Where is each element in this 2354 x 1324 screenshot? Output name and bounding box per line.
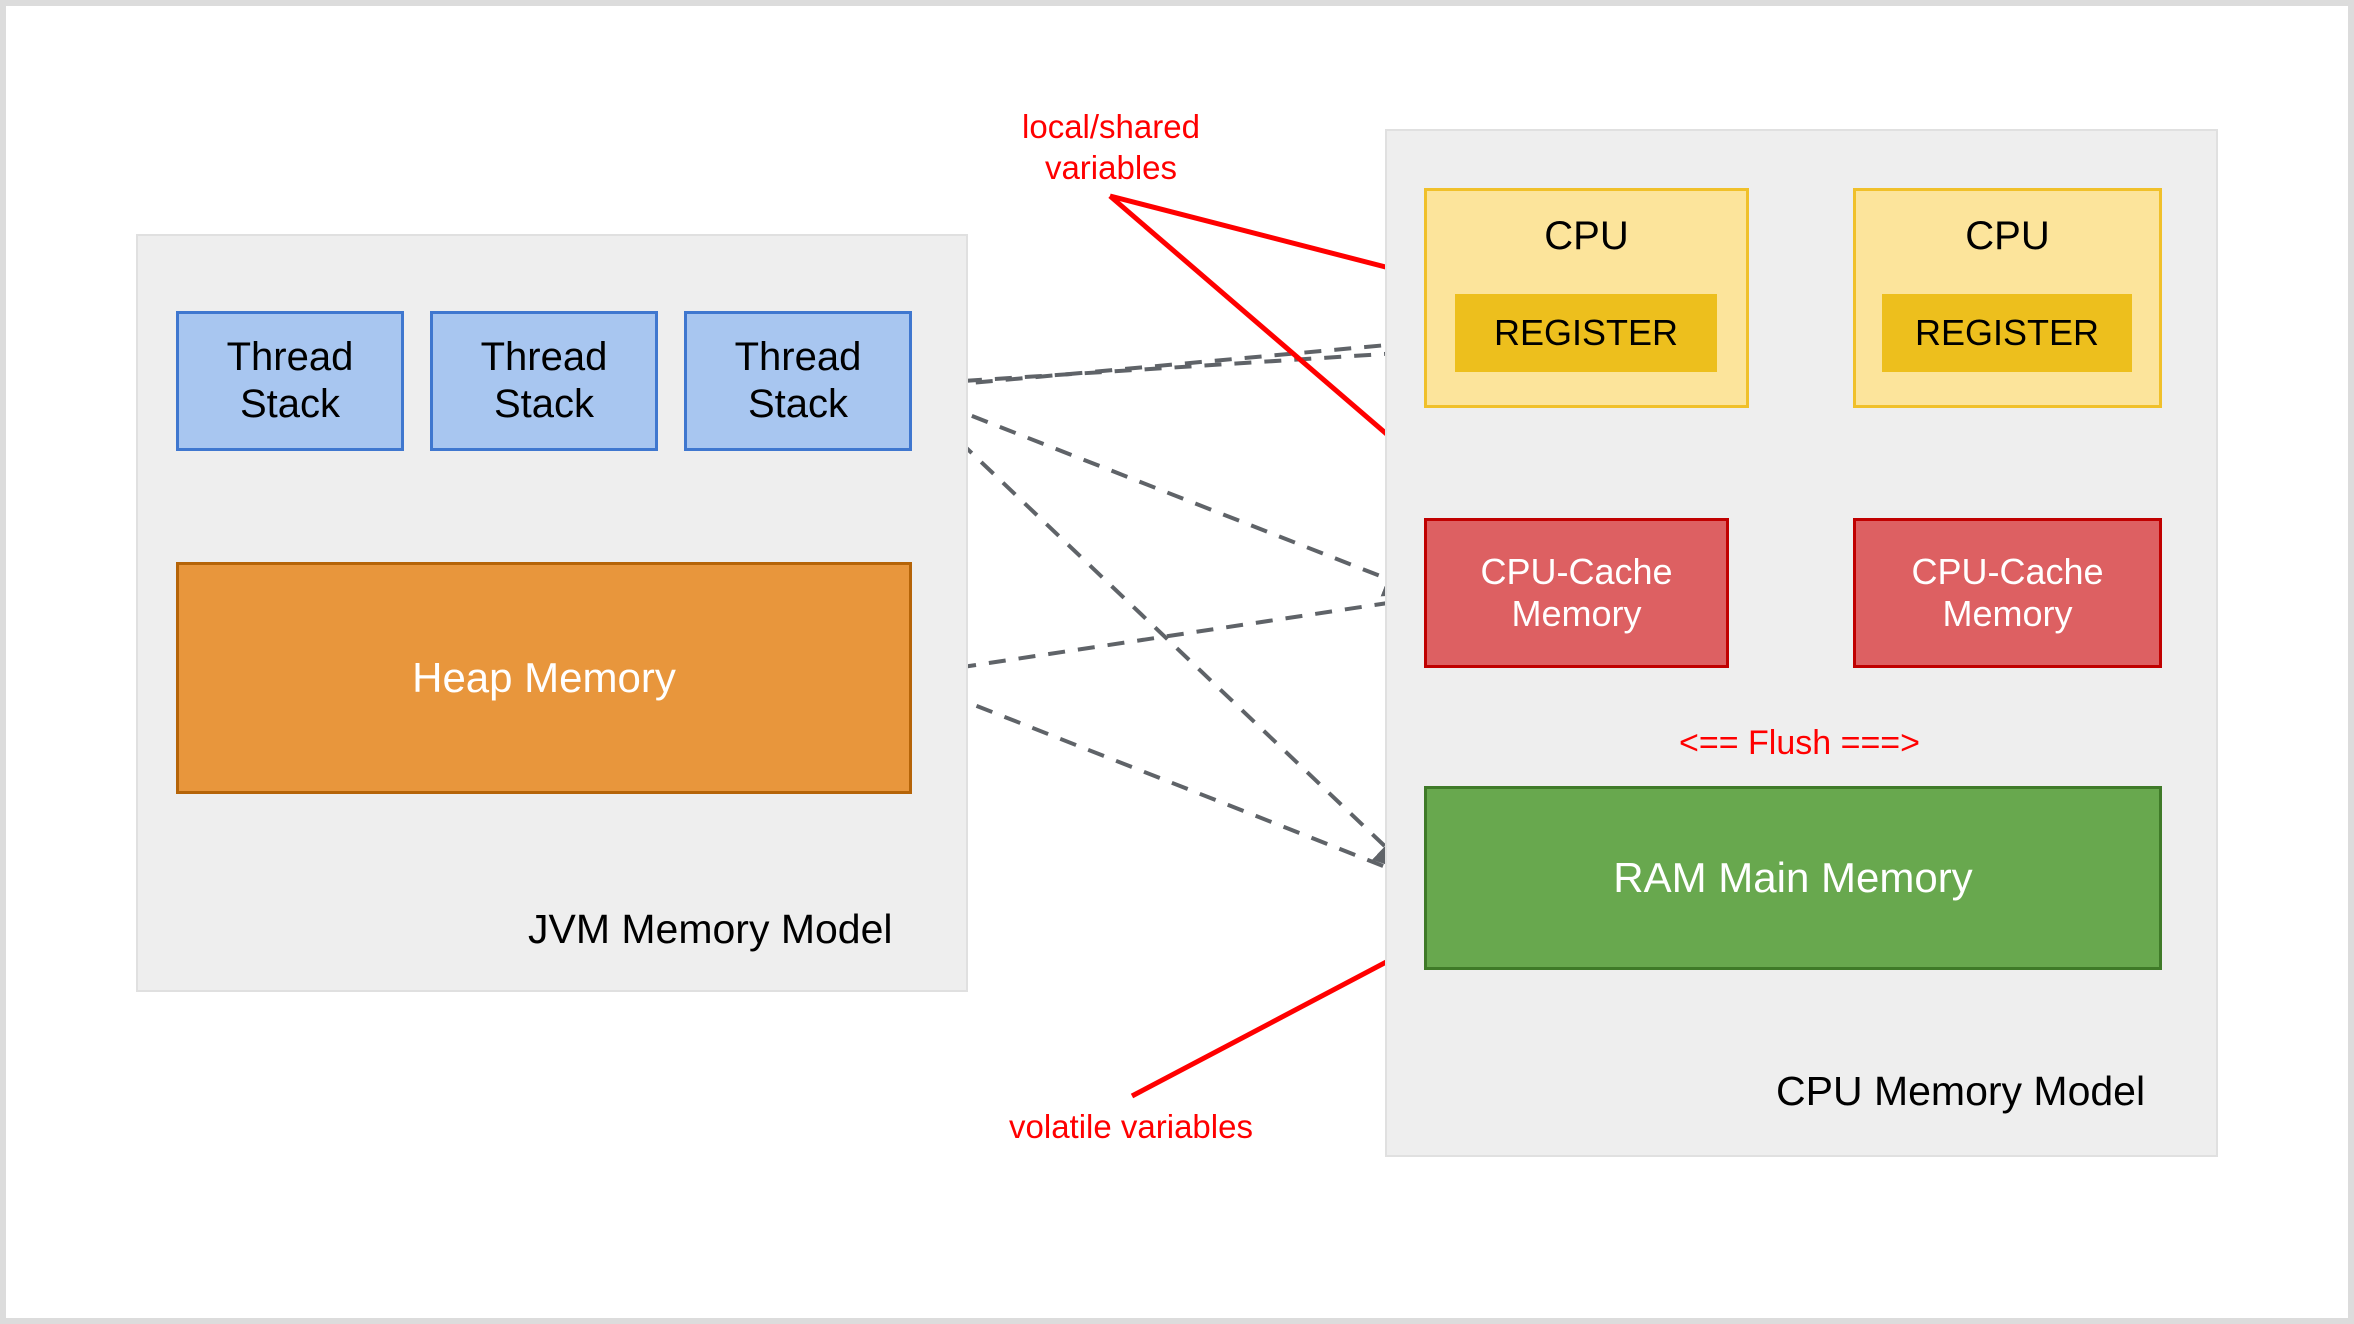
thread-stack-box-3[interactable]: Thread Stack bbox=[684, 311, 912, 451]
dashed-connectors bbox=[912, 325, 1435, 879]
register-box-1[interactable]: REGISTER bbox=[1455, 294, 1717, 372]
thread-stack-box-1[interactable]: Thread Stack bbox=[176, 311, 404, 451]
thread-stack-box-2[interactable]: Thread Stack bbox=[430, 311, 658, 451]
ram-main-memory-box[interactable]: RAM Main Memory bbox=[1424, 786, 2162, 970]
register-box-2[interactable]: REGISTER bbox=[1882, 294, 2132, 372]
cpu-cache-memory-box-1[interactable]: CPU-Cache Memory bbox=[1424, 518, 1729, 668]
jvm-memory-model-label: JVM Memory Model bbox=[528, 906, 893, 952]
cpu-cache-memory-box-2[interactable]: CPU-Cache Memory bbox=[1853, 518, 2162, 668]
cpu-memory-model-label: CPU Memory Model bbox=[1776, 1068, 2146, 1114]
volatile-variables-annotation: volatile variables bbox=[1009, 1108, 1253, 1145]
heap-memory-box[interactable]: Heap Memory bbox=[176, 562, 912, 794]
local-shared-variables-annotation: local/shared variables bbox=[1022, 108, 1200, 187]
flush-label: <== Flush ===> bbox=[1679, 724, 1921, 762]
